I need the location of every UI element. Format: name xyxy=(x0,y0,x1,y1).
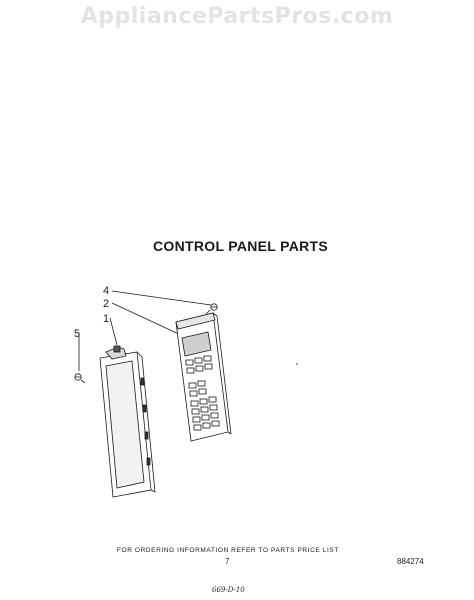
screw-part-4 xyxy=(205,303,218,315)
callout-2: 2 xyxy=(103,298,110,310)
leader-line-2 xyxy=(111,302,184,337)
leader-line-4 xyxy=(111,290,212,306)
callout-5: 5 xyxy=(74,328,81,340)
callout-1: 1 xyxy=(103,313,110,325)
callout-4: 4 xyxy=(103,285,110,297)
leader-line-1 xyxy=(109,317,118,346)
handwritten-note: 669-D-10 xyxy=(212,586,245,594)
control-panel-frame-part-1 xyxy=(99,345,156,498)
ordering-note: FOR ORDERING INFORMATION REFER TO PARTS … xyxy=(117,547,339,554)
screw-part-5 xyxy=(74,373,86,384)
page-number: 7 xyxy=(225,557,230,566)
keypad-panel-part-2 xyxy=(175,312,232,442)
print-speck xyxy=(296,363,298,365)
document-number: 884274 xyxy=(397,557,424,566)
watermark: AppliancePartsPros.com xyxy=(80,4,394,29)
page-title: CONTROL PANEL PARTS xyxy=(153,238,329,254)
